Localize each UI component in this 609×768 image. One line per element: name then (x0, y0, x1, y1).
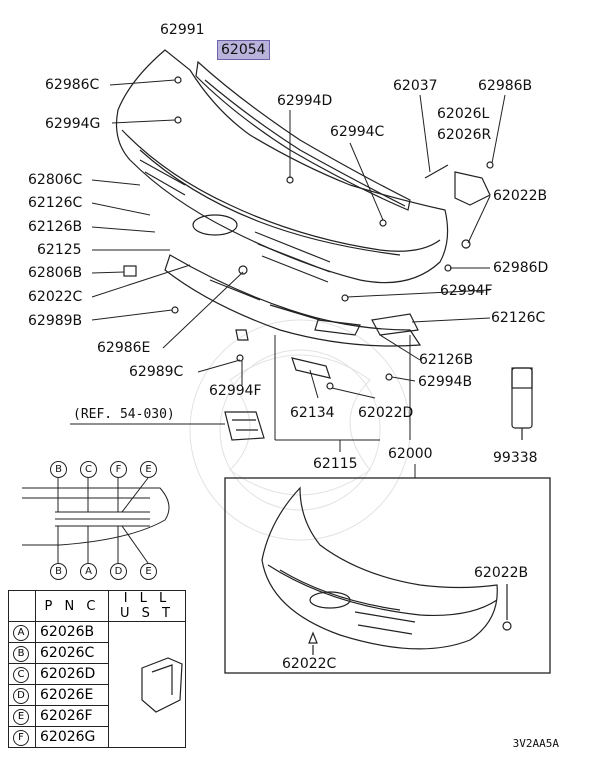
label-62986b[interactable]: 62986B (478, 78, 533, 94)
label-62126c-right[interactable]: 62126C (491, 310, 546, 326)
label-62989b[interactable]: 62989B (28, 313, 83, 329)
label-99338[interactable]: 99338 (493, 450, 538, 466)
pnc-value[interactable]: 62026C (35, 642, 109, 664)
label-62806b[interactable]: 62806B (28, 265, 83, 281)
label-62806c[interactable]: 62806C (28, 172, 83, 188)
pnc-value[interactable]: 62026G (35, 726, 109, 748)
label-62994f[interactable]: 62994F (440, 283, 493, 299)
label-62022c-assembly[interactable]: 62022C (282, 656, 337, 672)
label-62054-highlighted[interactable]: 62054 (217, 40, 270, 60)
label-62986c[interactable]: 62986C (45, 77, 100, 93)
side-bracket-part (454, 171, 491, 206)
marker-bottom-2: A (80, 563, 97, 580)
marker-bottom-4: E (140, 563, 157, 580)
label-62115[interactable]: 62115 (313, 456, 358, 472)
illust-header: I L L U S T (108, 590, 186, 622)
bumper-assembly-part (261, 486, 498, 650)
touchup-paint-part (511, 367, 533, 440)
pnc-value[interactable]: 62026B (35, 621, 109, 643)
row-marker: F (13, 730, 29, 746)
side-molding-part (371, 313, 419, 336)
table-row: E 62026F (8, 705, 186, 727)
label-62126c[interactable]: 62126C (28, 195, 83, 211)
row-marker: B (13, 646, 29, 662)
detail-inset (22, 477, 170, 564)
row-marker: D (13, 688, 29, 704)
label-62126b[interactable]: 62126B (28, 219, 83, 235)
watermark-emblem (189, 319, 411, 541)
label-62022d[interactable]: 62022D (358, 405, 414, 421)
pnc-header: P N C (35, 590, 109, 622)
label-62126b-right[interactable]: 62126B (419, 352, 474, 368)
label-62991[interactable]: 62991 (160, 22, 205, 38)
table-row: C 62026D (8, 663, 186, 685)
table-row: A 62026B (8, 621, 186, 748)
marker-top-2: C (80, 461, 97, 478)
pnc-value[interactable]: 62026F (35, 705, 109, 727)
bumper-cover-part (115, 49, 449, 284)
table-row: D 62026E (8, 684, 186, 706)
reinforcement-part (195, 60, 411, 211)
label-62994g[interactable]: 62994G (45, 116, 101, 132)
label-62994d[interactable]: 62994D (277, 93, 333, 109)
marker-top-3: F (110, 461, 127, 478)
pnc-table: P N C I L L U S T A 62026B B 62026C C 62… (8, 590, 186, 748)
label-62026r[interactable]: 62026R (437, 127, 492, 143)
fog-lamp-cover-part (224, 411, 265, 441)
lower-spoiler-part (164, 254, 422, 347)
label-62986e[interactable]: 62986E (97, 340, 151, 356)
marker-bottom-3: D (110, 563, 127, 580)
label-62125[interactable]: 62125 (37, 242, 82, 258)
label-62994f-lower[interactable]: 62994F (209, 383, 262, 399)
row-marker: C (13, 667, 29, 683)
pnc-value[interactable]: 62026E (35, 684, 109, 706)
marker-top-1: B (50, 461, 67, 478)
label-62989c[interactable]: 62989C (129, 364, 184, 380)
row-marker: A (13, 625, 29, 641)
pnc-value[interactable]: 62026D (35, 663, 109, 685)
row-marker: E (13, 709, 29, 725)
label-62134[interactable]: 62134 (290, 405, 335, 421)
marker-bottom-1: B (50, 563, 67, 580)
label-62022b[interactable]: 62022B (493, 188, 548, 204)
diagram-code: 3V2AA5A (512, 737, 559, 750)
molding-part (291, 357, 331, 379)
label-62026l[interactable]: 62026L (437, 106, 490, 122)
label-62994c[interactable]: 62994C (330, 124, 385, 140)
reference-label[interactable]: (REF. 54-030) (73, 407, 175, 422)
label-62037[interactable]: 62037 (393, 78, 438, 94)
label-62000[interactable]: 62000 (388, 446, 433, 462)
illust-cell (108, 621, 186, 748)
marker-top-4: E (140, 461, 157, 478)
label-62986d[interactable]: 62986D (493, 260, 549, 276)
assembly-box (224, 477, 551, 674)
label-62022b-assembly[interactable]: 62022B (474, 565, 529, 581)
table-row: F 62026G (8, 726, 186, 748)
label-62994b[interactable]: 62994B (418, 374, 473, 390)
label-62022c[interactable]: 62022C (28, 289, 83, 305)
